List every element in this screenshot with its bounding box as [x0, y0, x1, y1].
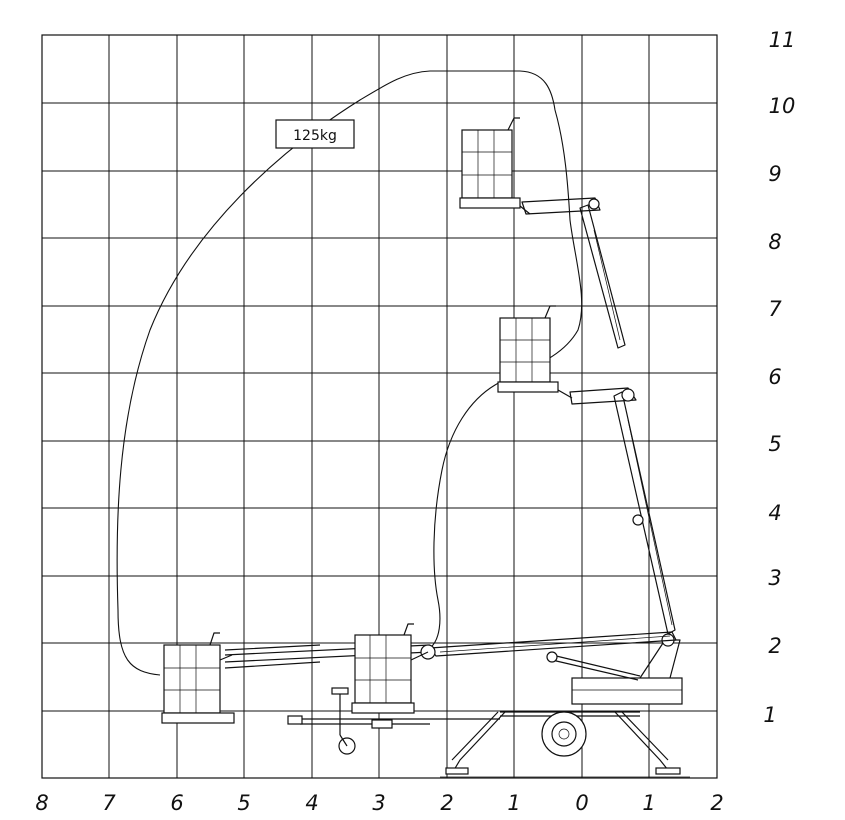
load-label: 125kg — [293, 128, 337, 144]
basket-max-height — [459, 117, 531, 215]
y-tick-label: 1 — [763, 703, 776, 727]
y-tick-label: 5 — [768, 432, 781, 456]
right-outrigger — [614, 711, 669, 771]
x-tick-label: 2 — [440, 791, 453, 815]
x-tick-label: 4 — [305, 791, 318, 815]
left-outrigger — [451, 711, 506, 771]
basket-mid-elevation — [497, 305, 573, 399]
y-tick-label: 8 — [768, 230, 781, 254]
x-tick-label: 3 — [372, 791, 385, 815]
x-tick-label: 1 — [642, 791, 655, 815]
basket-stowed-near — [351, 623, 429, 729]
x-tick-label: 2 — [710, 791, 723, 815]
grid-frame — [41, 34, 718, 779]
x-tick-label: 1 — [507, 791, 520, 815]
x-tick-label: 6 — [170, 791, 183, 815]
y-tick-label: 10 — [769, 94, 796, 118]
basket-max-reach — [161, 632, 235, 724]
y-tick-label: 11 — [769, 28, 796, 52]
machine-base — [440, 633, 690, 778]
x-tick-label: 5 — [237, 791, 250, 815]
outer-working-envelope — [116, 70, 583, 676]
y-tick-label: 4 — [768, 501, 781, 525]
y-tick-label: 9 — [768, 162, 781, 186]
boom-mid — [569, 387, 676, 635]
x-tick-label: 7 — [102, 791, 116, 815]
y-tick-label: 7 — [768, 297, 782, 321]
x-axis-labels: 8 7 6 5 4 3 2 1 0 1 2 — [35, 791, 723, 815]
y-tick-label: 3 — [768, 566, 781, 590]
y-axis-labels: 1 2 3 4 5 6 7 8 9 10 11 — [763, 28, 795, 727]
y-tick-label: 6 — [768, 365, 781, 389]
boom-horizontal — [224, 631, 677, 669]
load-label-box: 125kg — [275, 119, 355, 149]
x-tick-label: 0 — [575, 791, 588, 815]
y-tick-label: 2 — [768, 634, 781, 658]
tow-drawbar — [287, 687, 500, 755]
x-tick-label: 8 — [35, 791, 48, 815]
